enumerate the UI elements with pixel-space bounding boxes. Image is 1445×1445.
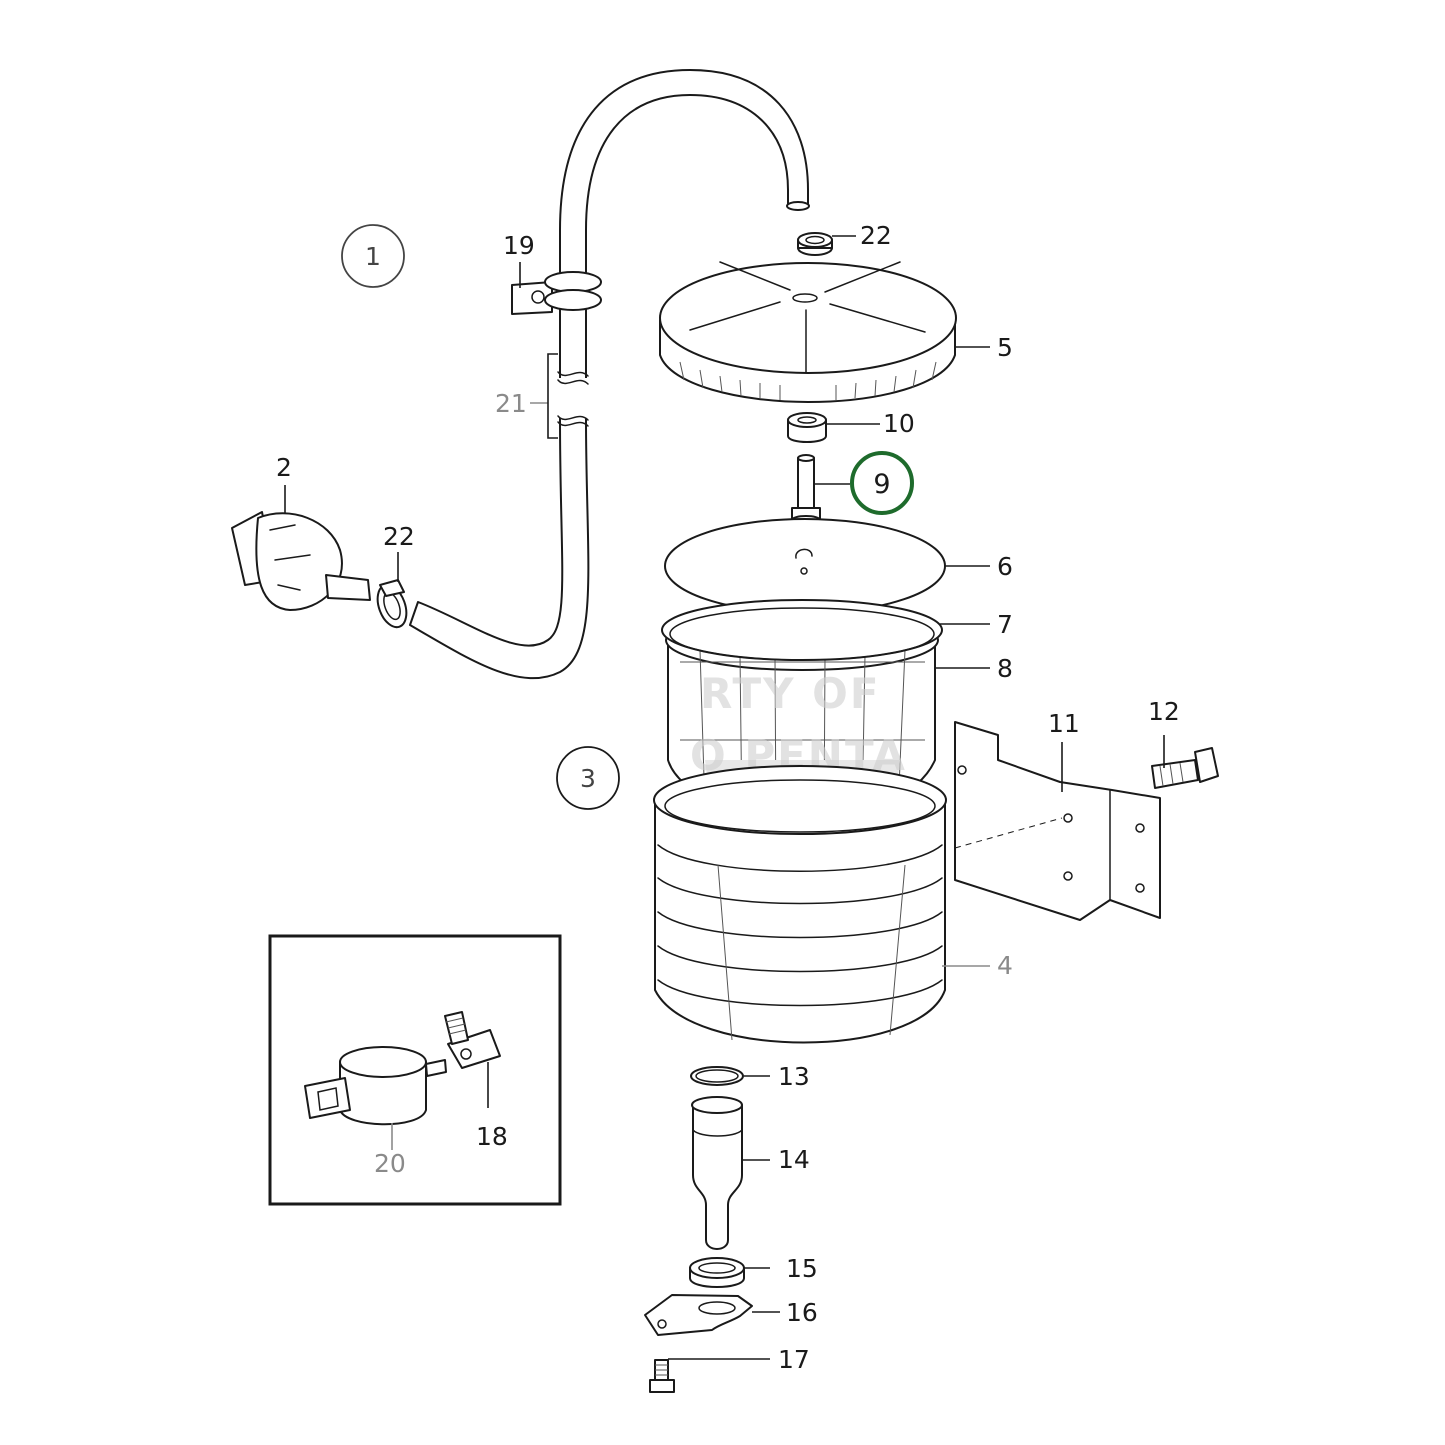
highlight-callout-9[interactable]: 9 [850, 451, 914, 515]
label-11: 11 [1048, 709, 1080, 738]
lid-5 [659, 261, 990, 403]
label-12: 12 [1148, 697, 1180, 726]
label-8: 8 [997, 654, 1013, 683]
label-5: 5 [997, 333, 1013, 362]
label-6: 6 [997, 552, 1013, 581]
label-10: 10 [883, 409, 915, 438]
label-22-upper: 22 [860, 221, 892, 250]
label-2: 2 [276, 453, 292, 482]
label-17: 17 [778, 1345, 810, 1374]
label-22-lower: 22 [383, 522, 415, 551]
label-14: 14 [778, 1145, 810, 1174]
label-20: 20 [374, 1149, 406, 1178]
valve-2 [231, 485, 371, 611]
label-4: 4 [997, 951, 1013, 980]
seal-15 [689, 1257, 770, 1288]
callout-1-text: 1 [365, 242, 381, 271]
label-18: 18 [476, 1122, 508, 1151]
label-19: 19 [503, 231, 535, 260]
callout-labels: 19 21 2 22 22 5 10 6 7 8 11 12 4 13 14 1… [276, 221, 1180, 1374]
pipe-14 [691, 1096, 770, 1250]
plate-16 [644, 1294, 780, 1336]
label-9: 9 [873, 469, 890, 500]
hose [409, 69, 810, 680]
pin-9 [791, 454, 850, 525]
circled-callout-1: 1 [341, 224, 405, 288]
label-21: 21 [495, 389, 527, 418]
callout-3-text: 3 [580, 764, 596, 793]
hose-clamp-22-lower [376, 552, 408, 629]
disc-6 [664, 518, 990, 614]
ring-7 [661, 599, 990, 669]
bolt-12 [1151, 735, 1219, 789]
housing-4 [653, 765, 990, 1044]
label-7: 7 [997, 610, 1013, 639]
label-15: 15 [786, 1254, 818, 1283]
bracket-11 [954, 721, 1161, 921]
screw-17 [649, 1358, 770, 1393]
inset-box [268, 934, 562, 1206]
o-ring-13 [690, 1066, 770, 1086]
clamp-19 [511, 262, 602, 315]
watermark-upper: RTY OF [700, 669, 881, 718]
grommet-10 [787, 412, 880, 443]
circled-callout-3: 3 [556, 746, 620, 810]
label-13: 13 [778, 1062, 810, 1091]
label-16: 16 [786, 1298, 818, 1327]
nut-22-upper [797, 232, 856, 256]
